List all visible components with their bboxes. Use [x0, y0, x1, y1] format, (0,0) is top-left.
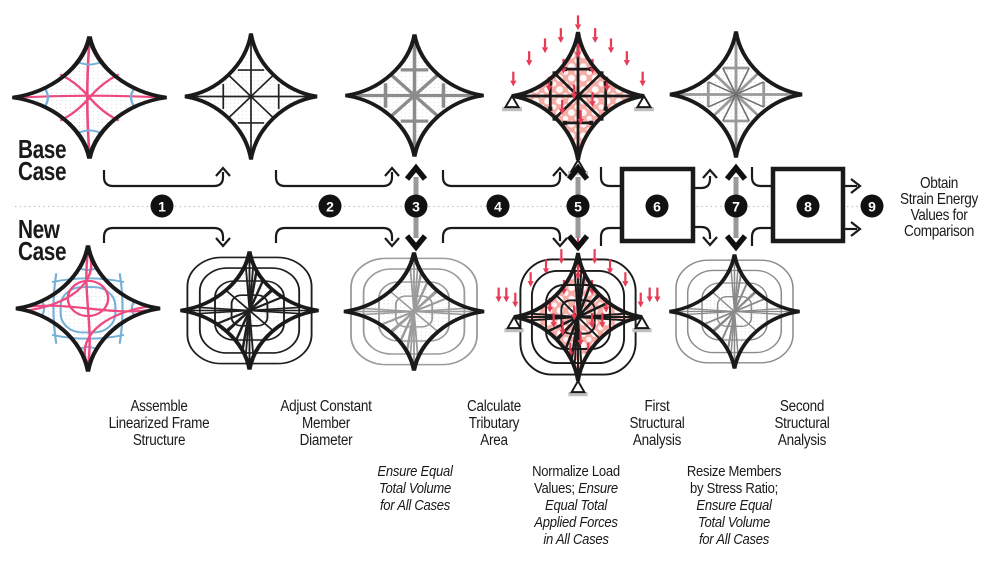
star-new-loaded	[495, 236, 661, 397]
step-3-badge: 3	[404, 194, 428, 218]
step-9-badge: 9	[860, 194, 884, 218]
star-new-frame	[179, 250, 319, 370]
new-case-label: New Case	[18, 214, 67, 266]
star-base-resized	[669, 30, 803, 158]
bracket-arrows	[102, 166, 568, 248]
step-2-badge: 2	[318, 194, 342, 218]
star-base-constant-diameter	[344, 33, 484, 157]
step-4-badge: 4	[486, 194, 510, 218]
elbow-connectors	[599, 167, 862, 247]
step-5-badge: 5	[566, 194, 590, 218]
star-base-initial	[11, 35, 167, 159]
step-6-badge: 6	[645, 194, 669, 218]
step-7-badge: 7	[724, 194, 748, 218]
star-base-frame	[184, 32, 318, 160]
base-case-label: Base Case	[18, 134, 67, 186]
result-label: Obtain Strain Energy Values for Comparis…	[900, 175, 978, 240]
step-1-badge: 1	[150, 194, 174, 218]
star-new-constant-diameter	[343, 251, 485, 371]
star-base-loaded	[502, 15, 654, 176]
star-new-initial	[15, 244, 161, 372]
step-8-badge: 8	[796, 194, 820, 218]
star-new-resized	[668, 253, 800, 369]
